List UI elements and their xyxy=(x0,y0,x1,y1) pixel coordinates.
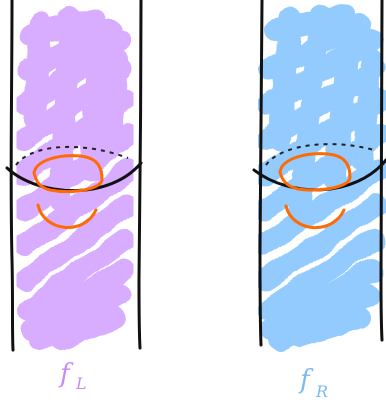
left-label-sub: L xyxy=(75,374,87,393)
left-panel: f L xyxy=(7,0,141,393)
right-tube-right-wall xyxy=(381,0,382,340)
left-scribble-fill xyxy=(22,18,128,340)
right-label-main: f xyxy=(298,365,314,395)
left-label-main: f xyxy=(58,359,74,389)
right-panel: f R xyxy=(254,0,386,401)
right-label-sub: R xyxy=(315,382,328,401)
left-label: f L xyxy=(58,359,87,393)
left-tube-right-wall xyxy=(139,0,141,348)
right-tube-left-wall xyxy=(260,0,262,345)
right-label: f R xyxy=(298,365,328,401)
